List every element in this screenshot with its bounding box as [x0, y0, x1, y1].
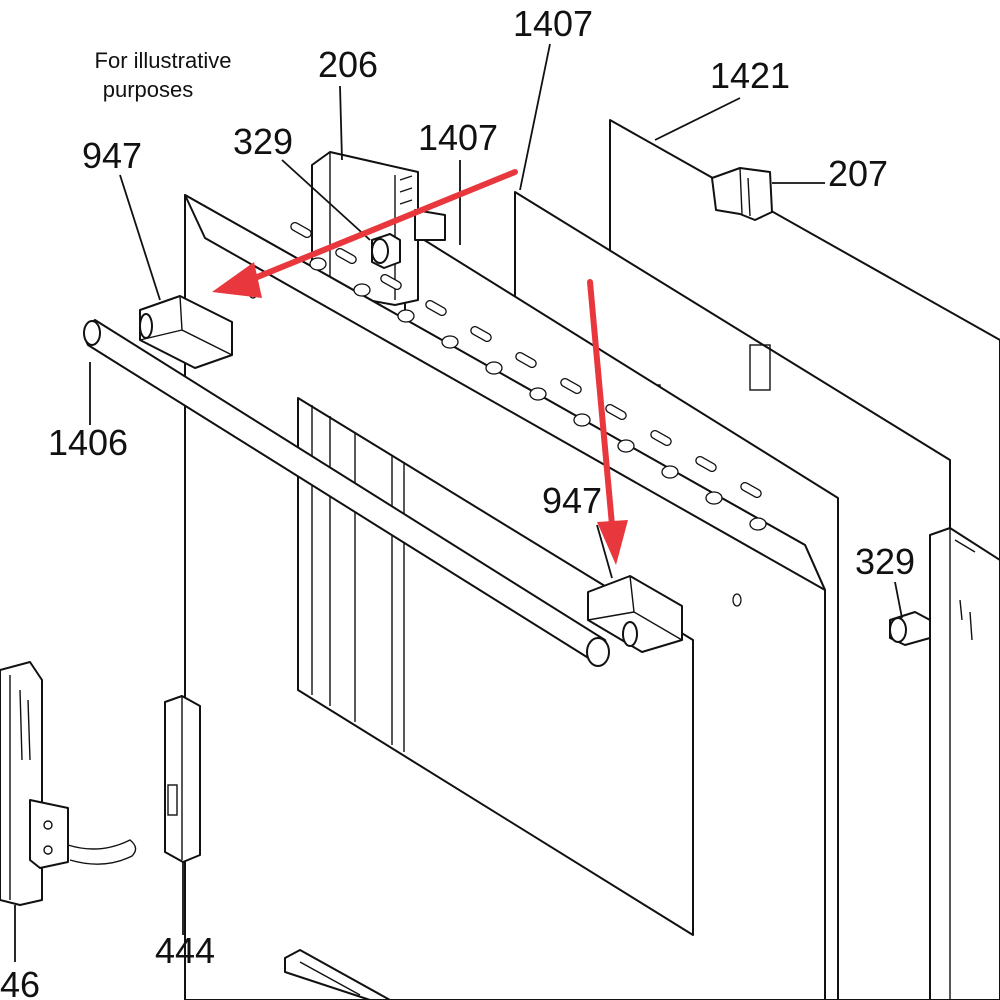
label-947-right: 947	[542, 480, 602, 521]
side-channel-right	[929, 527, 1000, 1000]
label-1421: 1421	[710, 55, 790, 96]
red-arrows	[212, 169, 628, 565]
label-444: 444	[155, 930, 215, 971]
spacer-329-top	[371, 233, 401, 269]
illustrative-note-line2: purposes	[103, 77, 194, 102]
label-207: 207	[828, 153, 888, 194]
bracket-947-left	[139, 295, 233, 369]
bottom-bracket	[284, 949, 391, 1000]
handle-1406	[83, 319, 610, 667]
illustrative-note-line1: For illustrative	[95, 48, 232, 73]
arrowhead-right	[597, 520, 628, 565]
label-947-left: 947	[82, 135, 142, 176]
label-1407-mid: 1407	[418, 117, 498, 158]
hinge-assembly-46	[0, 661, 137, 906]
arrow-to-left-bracket	[252, 169, 518, 281]
arrow-to-right-bracket	[587, 279, 615, 528]
leader-lines	[14, 43, 903, 962]
latch-444	[164, 695, 201, 863]
label-1406: 1406	[48, 422, 128, 463]
tab-slot	[749, 344, 771, 391]
label-329-right: 329	[855, 541, 915, 582]
label-206: 206	[318, 44, 378, 85]
clip-207	[711, 167, 773, 221]
label-1407-top: 1407	[513, 3, 593, 44]
label-46: 46	[0, 964, 40, 1000]
label-329-top: 329	[233, 121, 293, 162]
vent-slots	[290, 221, 767, 531]
arrowhead-left	[212, 262, 262, 298]
bracket-947-right	[587, 575, 683, 653]
